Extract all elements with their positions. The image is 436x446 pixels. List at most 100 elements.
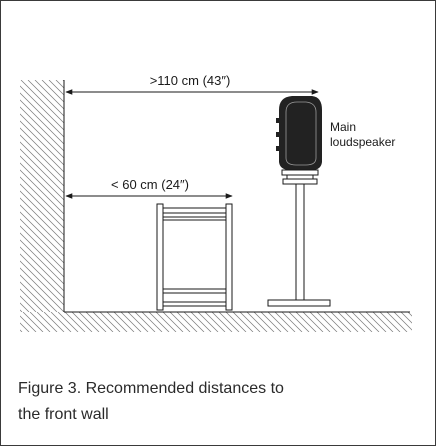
hatch-line: [176, 312, 198, 332]
hatch-line: [155, 312, 177, 332]
hatch-line: [20, 85, 64, 131]
hatch-line: [20, 309, 23, 312]
hatch-line: [20, 162, 64, 208]
figure-caption: Figure 3. Recommended distances to the f…: [18, 376, 418, 428]
hatch-line: [20, 190, 64, 236]
hatch-line: [29, 312, 51, 332]
hatch-line: [20, 322, 30, 332]
hatch-line: [148, 312, 170, 332]
hatch-line: [274, 312, 296, 332]
hatch-line: [183, 312, 205, 332]
hatch-line: [0, 80, 15, 312]
hatch-line: [260, 312, 282, 332]
hatch-line: [323, 312, 345, 332]
hatch-line: [288, 312, 310, 332]
hatch-line: [246, 312, 268, 332]
hatch-line: [92, 312, 114, 332]
hatch-line: [20, 113, 64, 159]
hatch-line: [22, 312, 44, 332]
hatch-line: [211, 312, 233, 332]
hatch-line: [218, 312, 240, 332]
hatch-line: [36, 312, 58, 332]
hatch-line: [20, 253, 64, 299]
hatch-line: [78, 312, 100, 332]
hatch-line: [309, 312, 331, 332]
hatch-line: [85, 312, 107, 332]
hatch-line: [372, 312, 394, 332]
hatch-line: [330, 312, 352, 332]
speaker-label-line1: Main: [330, 120, 356, 134]
hatch-line: [267, 312, 289, 332]
hatch-line: [20, 246, 64, 292]
main-loudspeaker-icon: [276, 96, 322, 170]
hatch-line: [232, 312, 254, 332]
hatch-line: [20, 92, 64, 138]
hatch-line: [351, 312, 373, 332]
speaker-label-line2: loudspeaker: [330, 135, 395, 149]
far-distance-label: >110 cm (43″): [150, 73, 231, 88]
hatch-line: [162, 312, 184, 332]
hatch-line: [20, 232, 64, 278]
floor-icon: [0, 312, 436, 332]
hatch-line: [0, 312, 8, 332]
hatch-line: [20, 260, 64, 306]
hatch-line: [197, 312, 219, 332]
speaker-stand-icon: [267, 169, 331, 307]
hatch-line: [99, 312, 121, 332]
hatch-line: [337, 312, 359, 332]
hatch-line: [344, 312, 366, 332]
hatch-line: [50, 312, 72, 332]
hatch-line: [20, 155, 64, 201]
hatch-line: [379, 312, 401, 332]
hatch-line: [253, 312, 275, 332]
hatch-line: [386, 312, 408, 332]
hatch-line: [71, 312, 93, 332]
hatch-line: [422, 312, 436, 332]
hatch-line: [20, 99, 64, 145]
hatch-line: [20, 295, 37, 312]
hatch-line: [281, 312, 303, 332]
hatch-line: [393, 312, 412, 331]
hatch-line: [407, 312, 412, 317]
hatch-line: [0, 312, 15, 332]
hatch-line: [358, 312, 380, 332]
hatch-line: [239, 312, 261, 332]
hatch-line: [20, 329, 23, 332]
hatch-line: [20, 239, 64, 285]
hatch-line: [141, 312, 163, 332]
hatch-line: [20, 176, 64, 222]
hatch-line: [429, 312, 436, 332]
front-wall-icon: [0, 80, 64, 312]
caption-line-1: Figure 3. Recommended distances to: [18, 380, 284, 397]
hatch-line: [0, 80, 1, 312]
hatch-line: [225, 312, 247, 332]
hatch-line: [120, 312, 142, 332]
hatch-line: [400, 312, 412, 324]
hatch-line: [20, 106, 64, 152]
hatch-line: [20, 169, 64, 215]
hatch-line: [20, 80, 64, 124]
hatch-line: [106, 312, 128, 332]
hatch-line: [20, 267, 64, 312]
hatch-line: [0, 312, 1, 332]
hatch-line: [0, 80, 8, 312]
hatch-line: [415, 312, 435, 332]
hatch-line: [134, 312, 156, 332]
hatch-line: [127, 312, 149, 332]
hatch-line: [20, 315, 37, 332]
caption-line-2: the front wall: [18, 406, 109, 423]
hatch-line: [302, 312, 324, 332]
placement-diagram: >110 cm (43″) < 60 cm (24″) Main loudspe…: [0, 73, 436, 332]
hatch-line: [365, 312, 387, 332]
hatch-line: [190, 312, 212, 332]
hatch-line: [43, 312, 65, 332]
hatch-line: [316, 312, 338, 332]
hatch-line: [113, 312, 135, 332]
hatch-line: [295, 312, 317, 332]
hatch-line: [57, 312, 79, 332]
hatch-line: [20, 183, 64, 229]
side-table-icon: [156, 203, 233, 311]
hatch-line: [169, 312, 191, 332]
near-distance-label: < 60 cm (24″): [111, 177, 189, 192]
hatch-line: [64, 312, 86, 332]
